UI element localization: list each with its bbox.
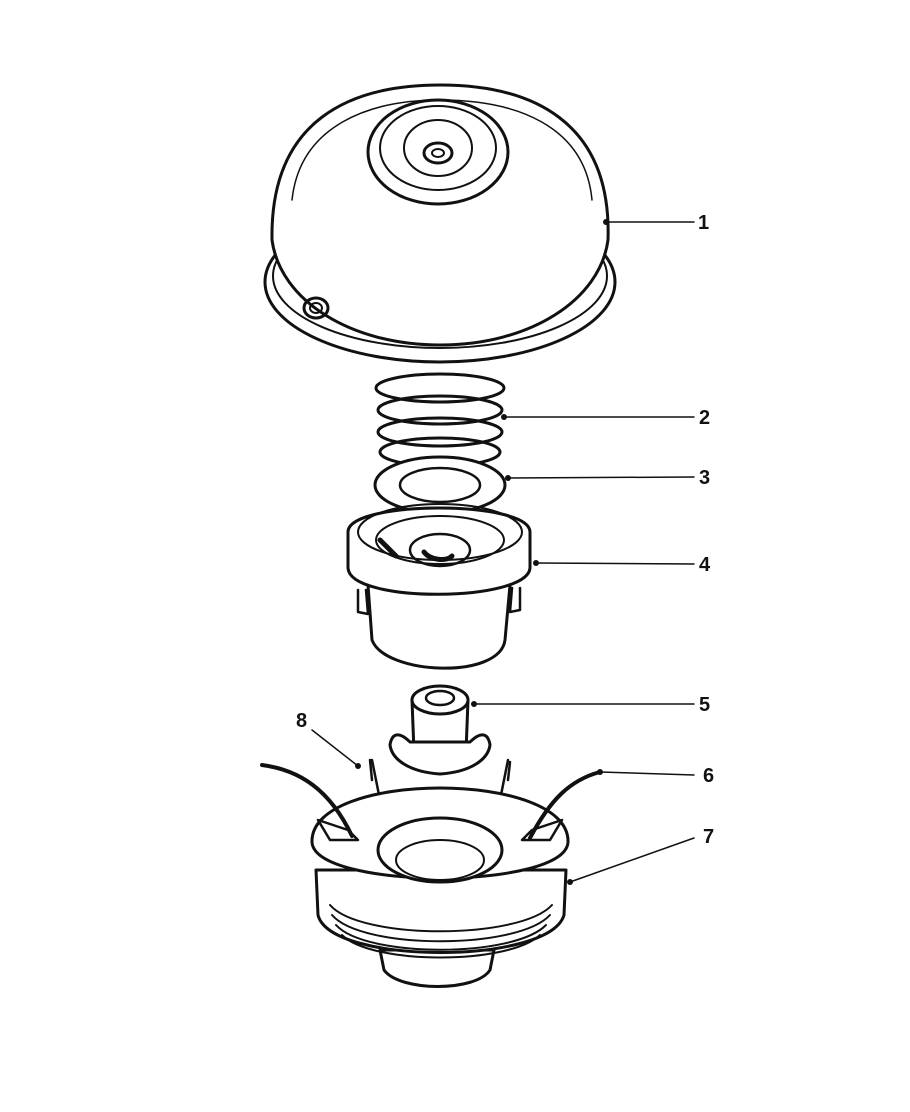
callout-1: 1 (698, 212, 709, 234)
part-2-spring (374, 372, 506, 468)
callout-8: 8 (296, 710, 307, 732)
callout-3: 3 (699, 467, 710, 489)
leader-lines (311, 219, 695, 885)
callout-2: 2 (699, 407, 710, 429)
callout-6: 6 (703, 765, 714, 787)
callout-7: 7 (703, 826, 714, 848)
callout-5: 5 (699, 694, 710, 716)
callout-4: 4 (699, 554, 711, 576)
part-1-cover (263, 83, 617, 364)
part-4-cup (346, 503, 532, 670)
part-6-trimmer-line (260, 763, 602, 840)
callout-labels: 1 2 3 4 5 6 7 8 (296, 212, 714, 848)
part-7-spool (310, 786, 570, 988)
part-5-shaft (388, 684, 492, 776)
